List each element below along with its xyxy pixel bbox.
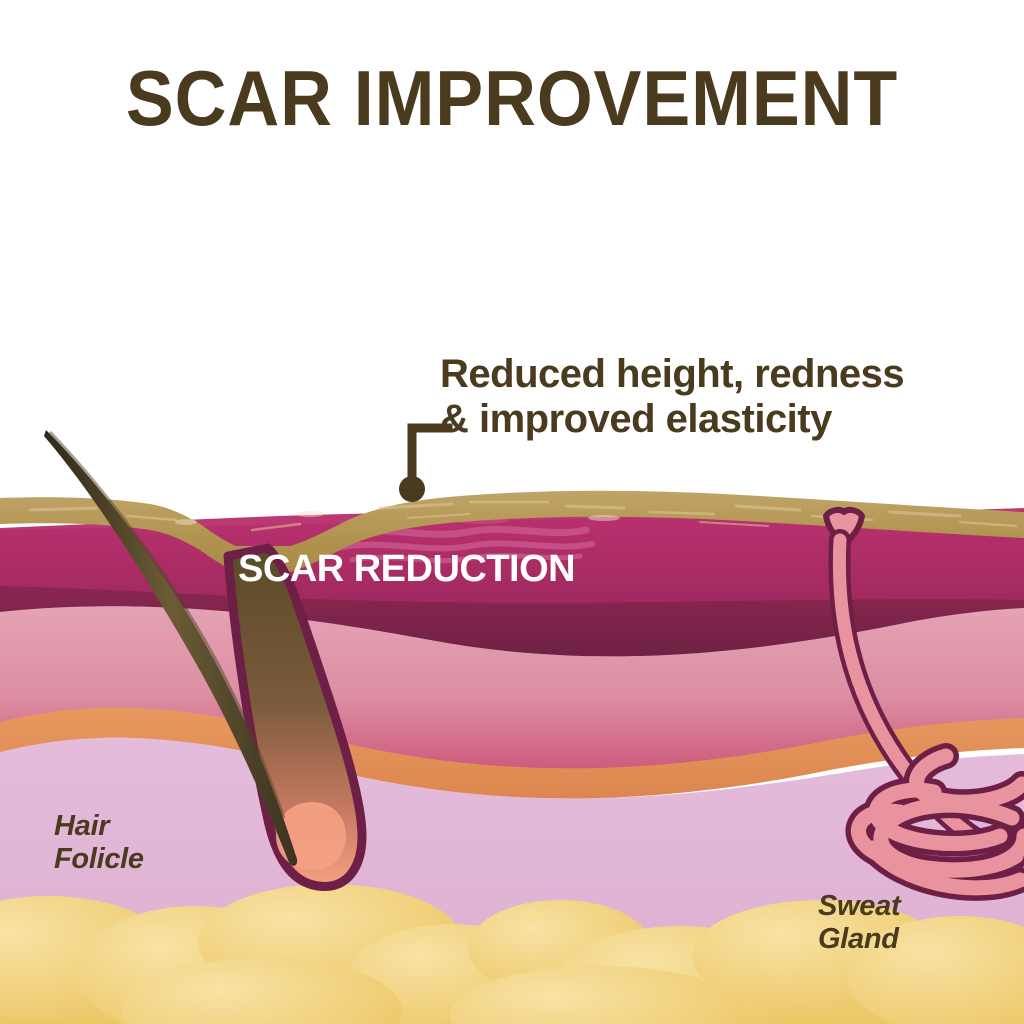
leader-dot [399, 476, 425, 502]
callout-line-1: Reduced height, redness [440, 352, 905, 396]
sweat-gland-label-line-1: Sweat [818, 890, 901, 922]
sweat-gland-label-line-2: Gland [818, 923, 899, 955]
scar-reduction-banner-label: SCAR REDUCTION [238, 548, 576, 590]
sweat-gland-label: Sweat Gland [818, 890, 901, 956]
layer-subcutaneous-fat [0, 884, 1024, 1024]
hair-follicle-label-line-1: Hair [54, 810, 110, 842]
sweat-gland [823, 506, 1024, 901]
page-title: SCAR IMPROVEMENT [125, 54, 899, 142]
hair-follicle-label: Hair Folicle [54, 810, 144, 876]
callout-line-2: & improved elasticity [440, 397, 832, 441]
hair-shaft [44, 430, 298, 866]
callout-leader-line [399, 423, 453, 502]
callout-text: Reduced height, redness & improved elast… [440, 352, 1006, 442]
hair-follicle-label-line-2: Folicle [54, 843, 144, 875]
